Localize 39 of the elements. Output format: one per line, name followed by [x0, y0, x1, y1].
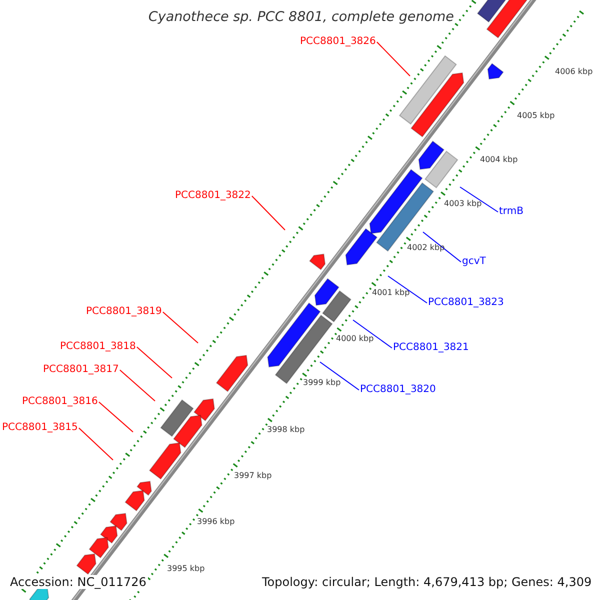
gene-label: PCC8801_3815 — [2, 422, 78, 434]
tick-label: 3998 kbp — [267, 425, 305, 435]
tick-label: 4000 kbp — [336, 334, 374, 344]
tick-label: 4002 kbp — [407, 243, 445, 253]
leader-line — [460, 186, 498, 212]
gene-label: PCC8801_3816 — [22, 396, 98, 408]
gene-label: PCC8801_3818 — [60, 341, 136, 353]
gene-label: trmB — [499, 206, 524, 218]
leader-line — [136, 346, 172, 378]
gene-label: PCC8801_3817 — [43, 364, 119, 376]
leader-line — [78, 428, 114, 460]
footer-text: Topology: circular; Length: 4,679,413 bp; Genes: 4,309 — [260, 575, 594, 590]
gene-label: gcvT — [462, 256, 486, 268]
gene-label: PCC8801_3819 — [86, 306, 162, 318]
tick-label: 4003 kbp — [444, 199, 482, 209]
leader-line — [320, 362, 360, 390]
tick-label: 4005 kbp — [517, 111, 555, 121]
gene-label: PCC8801_3822 — [175, 190, 251, 202]
tick-label: 3996 kbp — [197, 517, 235, 527]
tick-label: 4004 kbp — [480, 155, 518, 165]
leader-line — [352, 320, 392, 348]
tick-label: 3995 kbp — [167, 564, 205, 574]
leader-line — [119, 370, 156, 402]
footer-text: Accession: NC_011726 — [8, 575, 148, 590]
gene-label: PCC8801_3820 — [360, 384, 436, 396]
leader-line — [251, 196, 286, 230]
gene-label: PCC8801_3826 — [300, 36, 376, 48]
leader-line — [376, 42, 410, 76]
gene-label: PCC8801_3821 — [393, 342, 469, 354]
gene-label: PCC8801_3823 — [428, 297, 504, 309]
leader-line — [98, 402, 134, 432]
title: Cyanothece sp. PCC 8801, complete genome — [148, 9, 454, 26]
leader-line — [162, 312, 198, 344]
leader-line — [388, 276, 428, 304]
tick-label: 4006 kbp — [555, 67, 593, 77]
leader-line — [422, 232, 462, 262]
tick-label: 3997 kbp — [234, 471, 272, 481]
tick-label: 3999 kbp — [303, 378, 341, 388]
tick-label: 4001 kbp — [372, 288, 410, 298]
